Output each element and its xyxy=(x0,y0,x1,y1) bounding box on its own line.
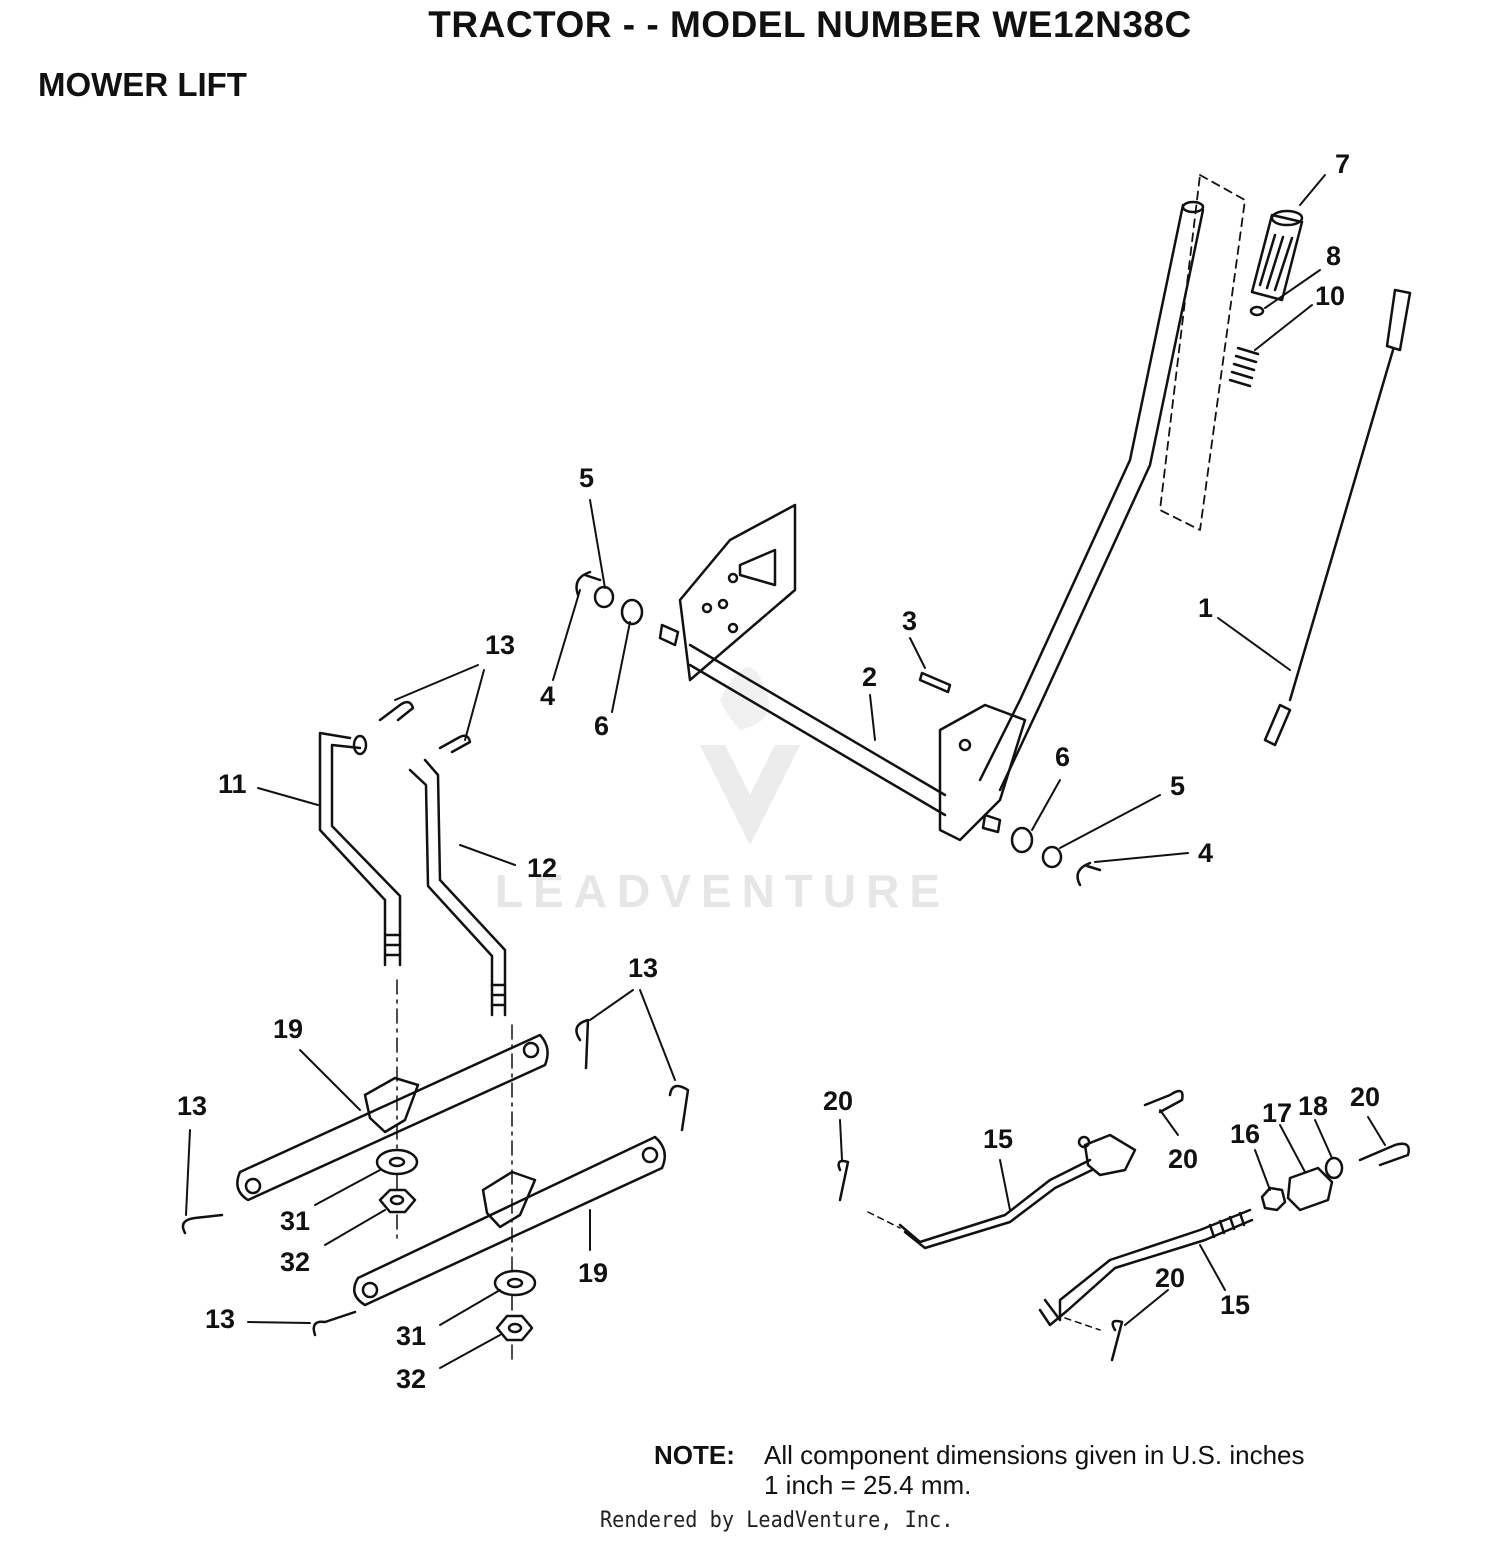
part-5-washer-left xyxy=(593,585,615,609)
watermark-text: LEADVENTURE xyxy=(495,865,950,917)
callout-6-right: 6 xyxy=(1055,742,1070,772)
page-title: TRACTOR - - MODEL NUMBER WE12N38C xyxy=(428,4,1192,45)
note-line-1: All component dimensions given in U.S. i… xyxy=(764,1440,1305,1470)
part-17-swivel-block xyxy=(1286,1166,1334,1212)
callout-19-upper: 19 xyxy=(273,1014,303,1044)
note-line-2: 1 inch = 25.4 mm. xyxy=(764,1470,972,1500)
part-32-nut-upper xyxy=(378,1188,417,1214)
section-title: MOWER LIFT xyxy=(38,66,247,103)
callout-4-right: 4 xyxy=(1198,838,1213,868)
callout-12: 12 xyxy=(527,853,557,883)
part-31-bushing-lower xyxy=(493,1269,537,1297)
callout-11: 11 xyxy=(218,769,247,799)
rendered-by-footer: Rendered by LeadVenture, Inc. xyxy=(600,1508,954,1533)
part-6-bushing-right xyxy=(1010,826,1034,854)
part-10-spring xyxy=(1228,346,1260,388)
callout-20-left: 20 xyxy=(823,1086,853,1116)
part-32-nut-lower xyxy=(495,1314,534,1342)
callout-8: 8 xyxy=(1326,241,1341,271)
callout-20-bottom: 20 xyxy=(1155,1263,1185,1293)
part-20-clip-d xyxy=(1110,1319,1124,1362)
callout-labels: 7 8 10 1 5 4 6 3 2 6 5 4 13 11 12 13 19 … xyxy=(177,149,1380,1394)
watermark-logo xyxy=(700,667,800,845)
part-20-clip-b xyxy=(1143,1089,1184,1114)
callout-20-middle: 20 xyxy=(1168,1144,1198,1174)
part-11-link-rod xyxy=(318,731,402,967)
callout-6-left: 6 xyxy=(594,711,609,741)
part-13-clip-d xyxy=(668,1084,690,1132)
part-31-bushing-upper xyxy=(375,1148,419,1176)
callout-31-upper: 31 xyxy=(280,1206,310,1236)
callout-13-left: 13 xyxy=(177,1091,207,1121)
part-6-bushing-left xyxy=(620,598,644,626)
callout-17: 17 xyxy=(1262,1098,1292,1128)
part-1-lift-link xyxy=(1263,288,1412,747)
callout-19-lower: 19 xyxy=(578,1258,608,1288)
part-13-clip-c xyxy=(575,1018,590,1070)
callout-18: 18 xyxy=(1298,1091,1328,1121)
part-20-clip-a xyxy=(837,1159,850,1202)
part-20-clip-c xyxy=(1358,1142,1410,1167)
callout-5-right: 5 xyxy=(1170,771,1185,801)
dimensions-note: NOTE: All component dimensions given in U… xyxy=(654,1440,1305,1500)
callout-16: 16 xyxy=(1230,1119,1260,1149)
callout-10: 10 xyxy=(1315,281,1345,311)
lever-phantom-outline xyxy=(1159,174,1246,531)
part-4-clip-left xyxy=(575,570,602,597)
callout-31-lower: 31 xyxy=(396,1321,426,1351)
callout-15-upper: 15 xyxy=(983,1124,1013,1154)
part-4-clip-right xyxy=(1076,861,1102,887)
part-16-nut xyxy=(1260,1186,1287,1212)
part-15-rod-lower xyxy=(1038,1208,1254,1327)
part-8-pin xyxy=(1249,305,1265,317)
callout-20-right: 20 xyxy=(1350,1082,1380,1112)
part-2-lift-shaft xyxy=(658,503,947,817)
part-18-washer xyxy=(1324,1156,1344,1180)
callout-15-lower: 15 xyxy=(1220,1290,1250,1320)
callout-13-right: 13 xyxy=(628,953,658,983)
callout-3: 3 xyxy=(902,606,917,636)
part-12-link-rod xyxy=(408,758,507,1017)
note-label: NOTE: xyxy=(654,1440,735,1470)
callout-1: 1 xyxy=(1198,593,1213,623)
part-7-handle-grip xyxy=(1250,209,1304,302)
callout-4-left: 4 xyxy=(540,681,555,711)
callout-2: 2 xyxy=(862,662,877,692)
part-13-clip-f xyxy=(312,1310,357,1337)
part-3-key xyxy=(918,671,952,694)
lift-lever-handle xyxy=(938,200,1205,842)
callout-5-left: 5 xyxy=(579,463,594,493)
callout-32-upper: 32 xyxy=(280,1247,310,1277)
callout-13-bottom: 13 xyxy=(205,1304,235,1334)
part-5-washer-right xyxy=(1041,845,1063,869)
part-13-clip-e xyxy=(181,1213,224,1235)
part-19-lift-arm-upper xyxy=(236,1033,549,1202)
callout-32-lower: 32 xyxy=(396,1364,426,1394)
callout-7: 7 xyxy=(1335,149,1350,179)
leader-lines xyxy=(185,174,1386,1369)
callout-13-top: 13 xyxy=(485,630,515,660)
part-13-clip-a xyxy=(378,700,415,722)
part-15-rod-upper xyxy=(898,1133,1137,1250)
